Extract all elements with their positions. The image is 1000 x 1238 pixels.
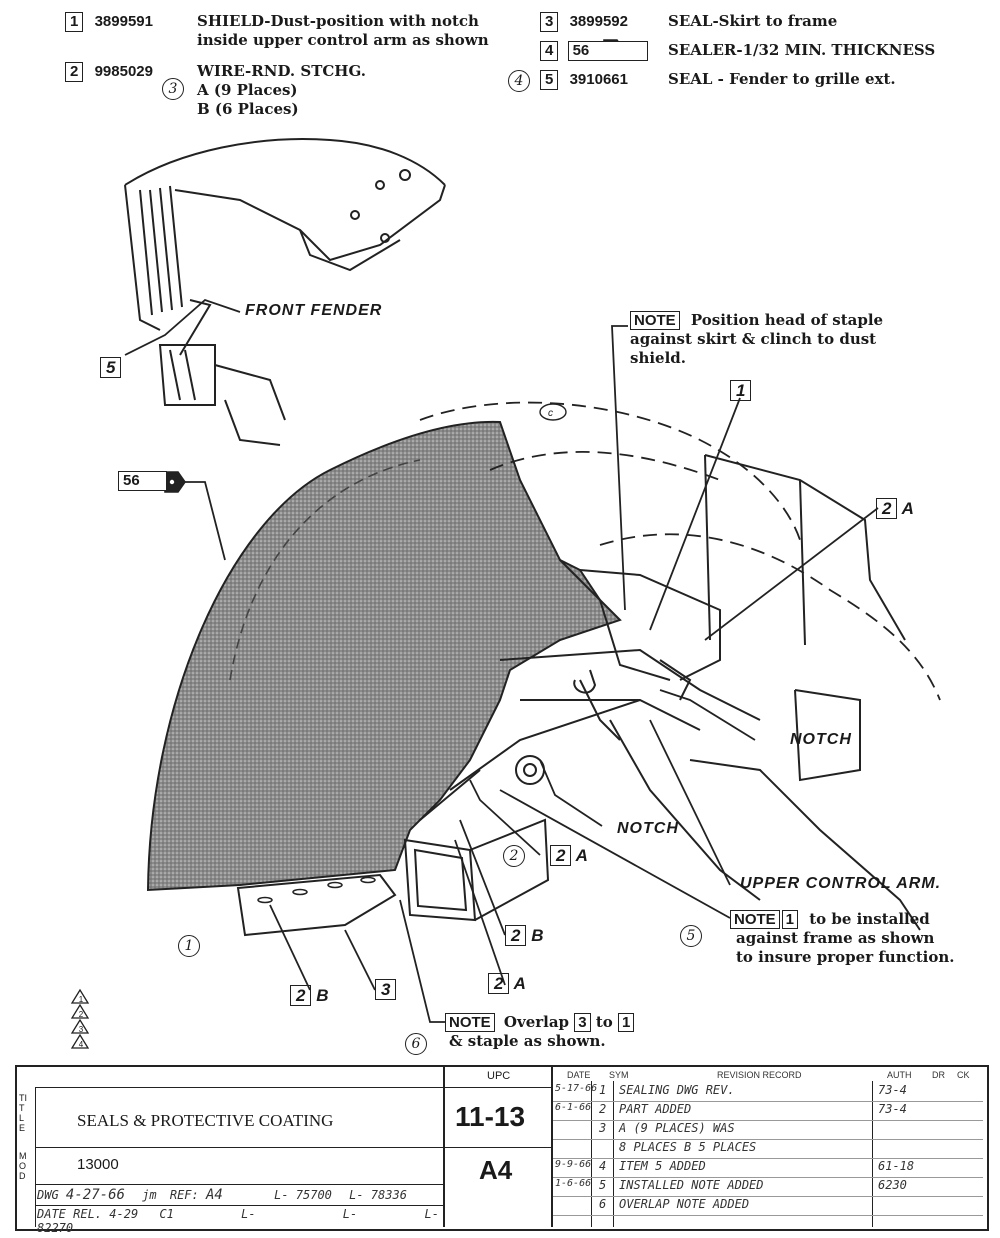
legend-desc-line: SEALER-1/32 MIN. THICKNESS (668, 41, 936, 59)
legend-desc-1: SHIELD-Dust-position with notch inside u… (197, 12, 489, 50)
revision-row: 8 PLACES B 5 PLACES (553, 1140, 983, 1159)
upc-label: UPC (487, 1070, 511, 1082)
legend-item-5: 5 3910661 (540, 70, 628, 90)
rev-marker-6: 6 (405, 1033, 427, 1055)
legend-part-number: 9985029 (94, 63, 153, 80)
legend-desc-4: SEALER-1/32 MIN. THICKNESS (668, 41, 935, 60)
revision-row: 9-9-66 4 ITEM 5 ADDED 61-18 (553, 1159, 983, 1178)
note-overlap: NOTE Overlap 3 to 1 & staple as shown. (445, 1013, 635, 1051)
revision-triangle-3: 3 (78, 1025, 84, 1034)
revision-row: 1-6-66 5 INSTALLED NOTE ADDED 6230 (553, 1178, 983, 1197)
label-56: 56 (118, 470, 167, 491)
title-block: TITLE MOD SEALS & PROTECTIVE COATING 130… (15, 1065, 989, 1235)
legend-desc-3: SEAL-Skirt to frame (668, 12, 837, 31)
label-2a-low: 2 A (488, 973, 526, 994)
note-ref: 1 (781, 910, 799, 929)
title-text: SEALS & PROTECTIVE COATING (77, 1111, 334, 1130)
legend-desc-line: A (9 Places) (197, 81, 298, 99)
legend-desc-line: SEAL-Skirt to frame (668, 12, 838, 30)
front-fender-inset (124, 138, 446, 446)
legend-part-number: 3899592 (569, 13, 628, 30)
label-2a-top: 2 A (876, 498, 914, 519)
legend-ref-box: 5 (540, 70, 559, 90)
label-2b-mid: 2 B (505, 925, 543, 946)
legend-item-3: 3 3899592 (540, 12, 628, 32)
revision-triangles: 1 2 3 4 (76, 992, 86, 1052)
note-tag: NOTE (445, 1013, 495, 1032)
callout-upper-control-arm: UPPER CONTROL ARM. (740, 875, 942, 892)
legend-desc-line: SHIELD-Dust-position with notch (197, 12, 479, 30)
legend-desc-5: SEAL - Fender to grille ext. (668, 70, 896, 89)
revision-triangle-1: 1 (78, 995, 84, 1004)
revision-triangle-4: 4 (78, 1040, 84, 1049)
note-tag: NOTE (630, 311, 680, 330)
legend-ref-box: 1 (65, 12, 84, 32)
mod-number: 13000 (77, 1156, 119, 1173)
legend-desc-line: WIRE-RND. STCHG. (197, 62, 366, 80)
callout-front-fender: FRONT FENDER (245, 302, 383, 319)
label-2a-mid: 2 A (550, 845, 588, 866)
date-rel-row: DATE REL. 4-29 C1 L- L- L- 82270 (37, 1207, 439, 1235)
legend-desc-2: WIRE-RND. STCHG. A (9 Places) B (6 Place… (197, 62, 366, 119)
note-line: against frame as shown (736, 929, 935, 947)
legend-rev-marker-2: 3 (162, 78, 184, 100)
dwg-row: DWG 4-27-66 jm REF: A4 L- 75700 L- 78336 (37, 1187, 407, 1203)
revision-triangle-2: 2 (78, 1010, 84, 1019)
rev-marker-5: 5 (680, 925, 702, 947)
sealer-tag: 56 (567, 41, 648, 61)
rev-marker-1: 1 (178, 935, 200, 957)
side-mod-label: MOD (19, 1151, 27, 1181)
note-line: Position head of staple (690, 311, 884, 329)
upc-value: 11-13 (455, 1101, 526, 1132)
note-line: to insure proper function. (736, 948, 955, 966)
legend-desc-line: inside upper control arm as shown (197, 31, 489, 49)
note-line: shield. (630, 349, 687, 367)
legend-desc-line: SEAL - Fender to grille ext. (668, 70, 896, 88)
seal-skirt (236, 873, 397, 937)
note-line: to be installed (809, 910, 930, 928)
legend-ref-box: 4 (540, 41, 559, 61)
legend-ref-box: 2 (65, 62, 84, 82)
sheet-number: A4 (479, 1155, 513, 1185)
legend-item-1: 1 3899591 (65, 12, 153, 32)
dust-shield (146, 420, 622, 892)
note-tag: NOTE (730, 910, 780, 929)
callout-notch-lower: NOTCH (617, 820, 679, 837)
rev-marker-2: 2 (503, 845, 525, 867)
frame-structure (419, 454, 921, 931)
revision-row: 6-1-66 2 PART ADDED 73-4 (553, 1102, 983, 1121)
legend-item-2: 2 9985029 (65, 62, 153, 82)
label-2b-left: 2 B (290, 985, 328, 1006)
legend-rev-marker-4: 4 (508, 70, 530, 92)
legend-item-4: 4 56 (540, 41, 648, 61)
legend-desc-line: B (6 Places) (197, 100, 299, 118)
label-3: 3 (375, 979, 397, 1000)
legend-part-number: 3899591 (94, 13, 153, 30)
side-title-label: TITLE (19, 1093, 27, 1133)
label-1: 1 (730, 380, 752, 401)
note-staple: NOTE Position head of staple against ski… (630, 311, 883, 368)
revision-row: 5-17-66 1 SEALING DWG REV. 73-4 (553, 1083, 983, 1102)
note-line: against skirt & clinch to dust (630, 330, 877, 348)
legend-part-number: 3910661 (569, 71, 628, 88)
svg-text:c: c (548, 408, 553, 419)
leader-lines (124, 298, 879, 1023)
label-5: 5 (100, 357, 122, 378)
legend-ref-box: 3 (540, 12, 559, 32)
revision-rows: 5-17-66 1 SEALING DWG REV. 73-4 6-1-66 2… (553, 1083, 983, 1216)
callout-notch-upper: NOTCH (790, 731, 852, 748)
revision-row: 3 A (9 PLACES) WAS (553, 1121, 983, 1140)
revision-row: 6 OVERLAP NOTE ADDED (553, 1197, 983, 1216)
revision-triangle-graphics (70, 988, 90, 1049)
